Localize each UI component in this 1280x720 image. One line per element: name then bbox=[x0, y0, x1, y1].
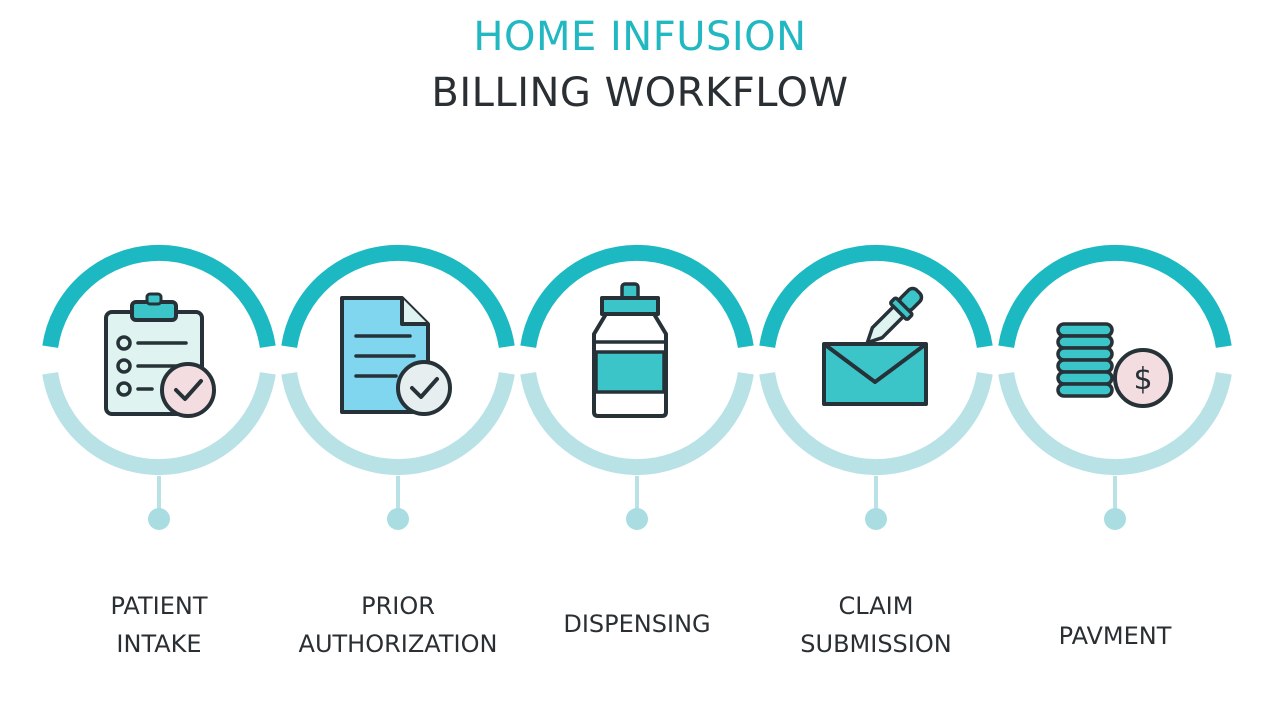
step-ring-bottom bbox=[520, 372, 754, 476]
workflow-step-1 bbox=[42, 244, 276, 530]
workflow-step-5: $ bbox=[998, 244, 1232, 530]
workflow-step-2 bbox=[281, 244, 515, 530]
step-dot bbox=[148, 508, 170, 530]
step-dot bbox=[387, 508, 409, 530]
step-ring-top bbox=[998, 244, 1232, 348]
step-ring-bottom bbox=[759, 372, 993, 476]
step-label-1: PATIENT INTAKE bbox=[110, 592, 208, 658]
step-ring-top bbox=[759, 244, 993, 348]
step-ring-bottom bbox=[998, 372, 1232, 476]
step-label-4: CLAIM SUBMISSION bbox=[800, 592, 952, 658]
step-label-2: PRIOR AUTHORIZATION bbox=[298, 592, 498, 658]
step-label-5: PAVMENT bbox=[1058, 622, 1172, 650]
step-ring-bottom bbox=[42, 372, 276, 476]
step-dot bbox=[626, 508, 648, 530]
envelope-dropper-icon bbox=[822, 286, 928, 406]
title-line-1: HOME INFUSION bbox=[473, 14, 807, 60]
step-dot bbox=[1104, 508, 1126, 530]
step-ring-top bbox=[42, 244, 276, 348]
document-check-icon bbox=[340, 296, 452, 416]
step-dot bbox=[865, 508, 887, 530]
step-ring-top bbox=[281, 244, 515, 348]
medicine-bottle-icon bbox=[592, 282, 668, 418]
step-ring-top bbox=[520, 244, 754, 348]
title-line-2: BILLING WORKFLOW bbox=[431, 70, 849, 116]
step-ring-bottom bbox=[281, 372, 515, 476]
workflow-step-4 bbox=[759, 244, 993, 530]
dollar-sign-icon: $ bbox=[1133, 362, 1152, 397]
workflow-step-3 bbox=[520, 244, 754, 530]
clipboard-check-icon bbox=[104, 292, 216, 418]
step-label-3: DISPENSING bbox=[563, 610, 711, 638]
coins-dollar-icon: $ bbox=[1056, 322, 1173, 408]
